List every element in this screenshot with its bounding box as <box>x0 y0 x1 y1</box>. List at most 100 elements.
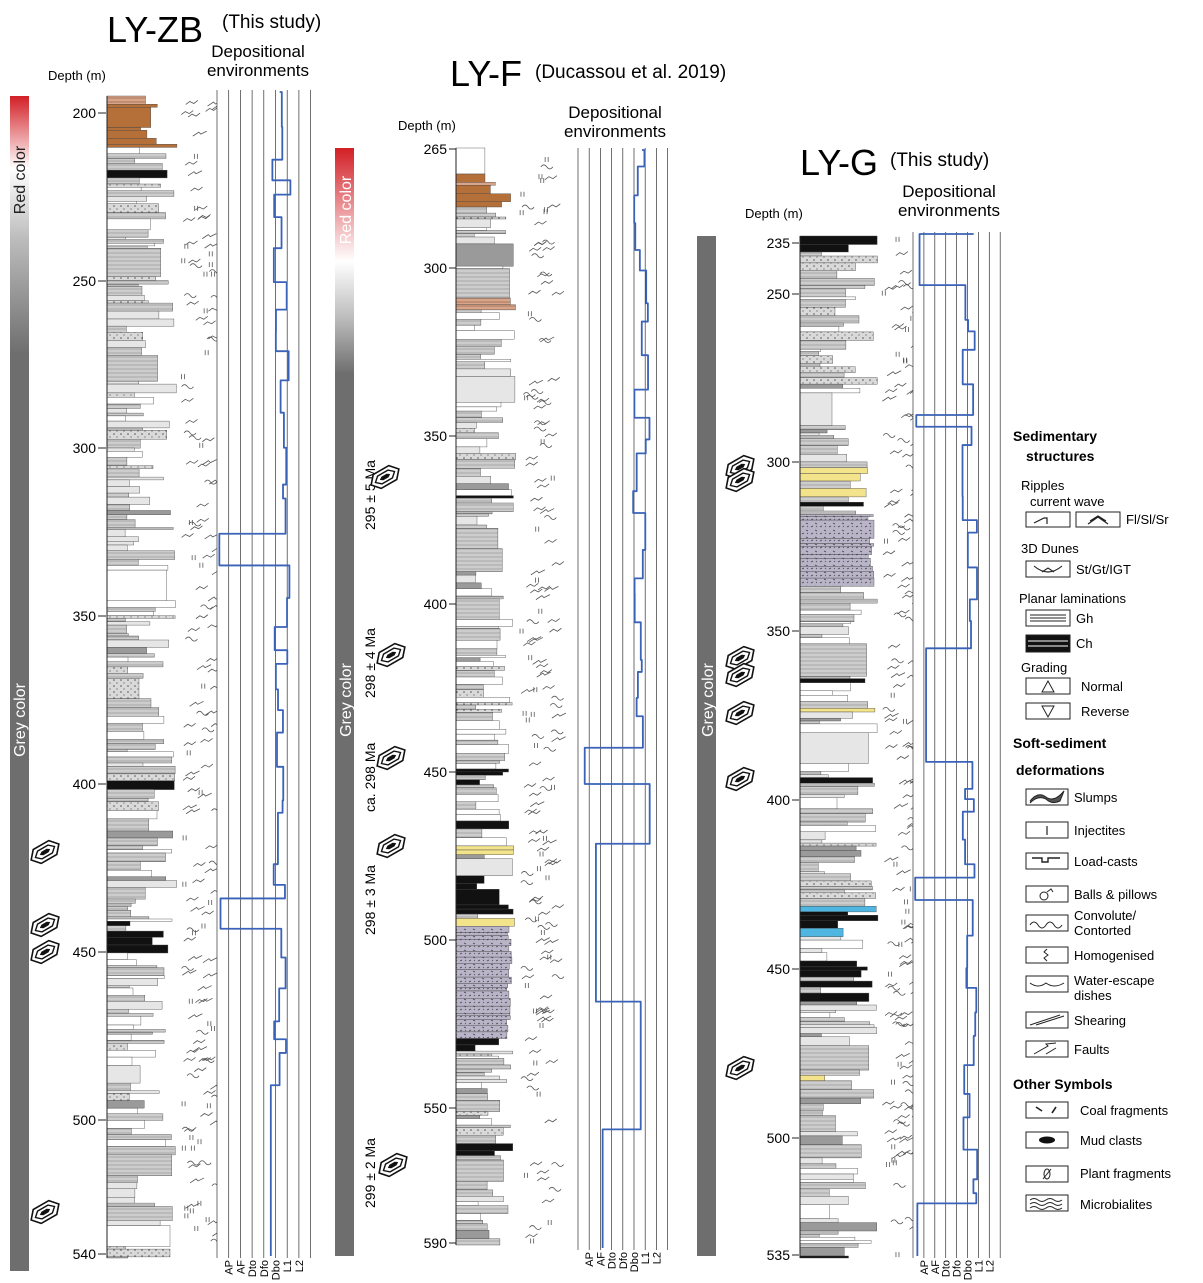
ly-zb-lithology-log <box>106 95 227 1259</box>
litho-bed <box>106 723 143 732</box>
structure-mark <box>181 1126 195 1132</box>
litho-bed <box>455 913 478 919</box>
structure-mark <box>897 1121 910 1127</box>
litho-bed <box>106 229 149 238</box>
litho-bed <box>455 771 503 776</box>
litho-bed <box>799 322 844 327</box>
litho-bed <box>106 280 169 285</box>
litho-bed <box>799 889 845 894</box>
structure-mark <box>533 687 538 693</box>
structure-mark <box>535 577 539 583</box>
structure-mark <box>183 722 196 728</box>
zircon-mid <box>729 771 751 787</box>
litho-bed <box>799 1236 856 1241</box>
structure-mark <box>181 374 185 380</box>
structure-mark <box>539 1023 544 1029</box>
litho-bed <box>106 392 135 398</box>
litho-bed <box>455 216 507 220</box>
litho-bed <box>455 1223 488 1231</box>
structure-mark <box>902 1022 915 1028</box>
litho-bed <box>799 372 845 378</box>
structure-mark <box>528 761 542 767</box>
litho-bed <box>455 417 503 423</box>
litho-bed <box>455 1044 476 1052</box>
litho-bed <box>799 538 870 544</box>
litho-bed <box>799 299 846 308</box>
structure-mark <box>537 420 550 426</box>
litho-bed <box>106 678 140 699</box>
litho-bed <box>455 854 485 859</box>
litho-bed <box>455 147 486 175</box>
structure-mark <box>533 404 546 410</box>
legend-ripples-title: Ripples <box>1021 478 1065 493</box>
litho-bed <box>455 446 481 454</box>
structure-mark <box>899 960 913 965</box>
structure-mark <box>201 910 214 916</box>
litho-bed <box>799 392 833 426</box>
structure-mark <box>524 982 529 988</box>
structure-mark <box>192 930 196 936</box>
zircon-core <box>734 463 746 471</box>
legend-faults: Faults <box>1074 1042 1110 1057</box>
litho-bed <box>455 582 482 590</box>
structure-mark <box>530 569 546 576</box>
litho-bed <box>455 1058 505 1066</box>
litho-bed <box>799 695 848 702</box>
litho-bed <box>455 297 511 306</box>
litho-bed <box>106 397 154 405</box>
litho-bed <box>455 908 514 915</box>
structure-mark <box>183 741 197 746</box>
litho-bed <box>106 295 145 301</box>
litho-bed <box>799 786 859 795</box>
litho-bed <box>799 906 877 913</box>
litho-bed <box>799 898 866 907</box>
ly-f-grey-band <box>335 374 354 1256</box>
litho-bed <box>799 1045 869 1071</box>
litho-bed <box>106 408 127 414</box>
litho-bed <box>455 497 492 504</box>
litho-bed <box>799 598 878 604</box>
structure-mark <box>187 112 201 118</box>
svg-text:500: 500 <box>424 932 448 948</box>
structure-mark <box>540 280 554 285</box>
litho-bed <box>106 236 126 240</box>
structure-mark <box>192 1046 208 1052</box>
structure-mark <box>895 1053 910 1059</box>
litho-bed <box>106 103 158 108</box>
structure-mark <box>541 1198 555 1204</box>
litho-bed <box>106 415 126 422</box>
structure-mark <box>523 783 537 788</box>
litho-bed <box>799 566 873 572</box>
litho-bed <box>799 438 849 446</box>
litho-bed <box>455 595 504 600</box>
litho-bed <box>106 1013 154 1017</box>
env-column-label-dfo: Dfo <box>259 1260 271 1277</box>
litho-bed <box>799 467 868 474</box>
litho-bed <box>799 1233 820 1238</box>
litho-bed <box>106 196 147 202</box>
litho-bed <box>455 845 514 851</box>
structure-mark <box>889 730 903 735</box>
structure-mark <box>891 658 904 664</box>
structure-mark <box>891 284 904 289</box>
structure-mark <box>525 717 530 723</box>
litho-bed <box>106 1029 166 1033</box>
litho-bed <box>799 676 851 679</box>
legend-microbialites: Microbialites <box>1080 1197 1153 1212</box>
litho-bed <box>799 643 867 677</box>
structure-mark <box>520 966 534 971</box>
litho-bed <box>106 880 177 888</box>
legend-balls-pillows: Balls & pillows <box>1074 887 1158 902</box>
litho-bed <box>455 548 503 572</box>
litho-bed <box>106 127 141 131</box>
litho-bed <box>455 361 485 370</box>
litho-bed <box>106 403 141 409</box>
ly-f-age-1: 295 ± 5 Ma <box>362 460 378 530</box>
structure-mark <box>528 637 544 643</box>
litho-bed <box>455 744 509 754</box>
structure-mark <box>892 523 905 529</box>
structure-mark <box>200 738 213 743</box>
litho-bed <box>455 1064 511 1070</box>
structure-mark <box>186 927 200 933</box>
structure-mark <box>551 290 565 296</box>
